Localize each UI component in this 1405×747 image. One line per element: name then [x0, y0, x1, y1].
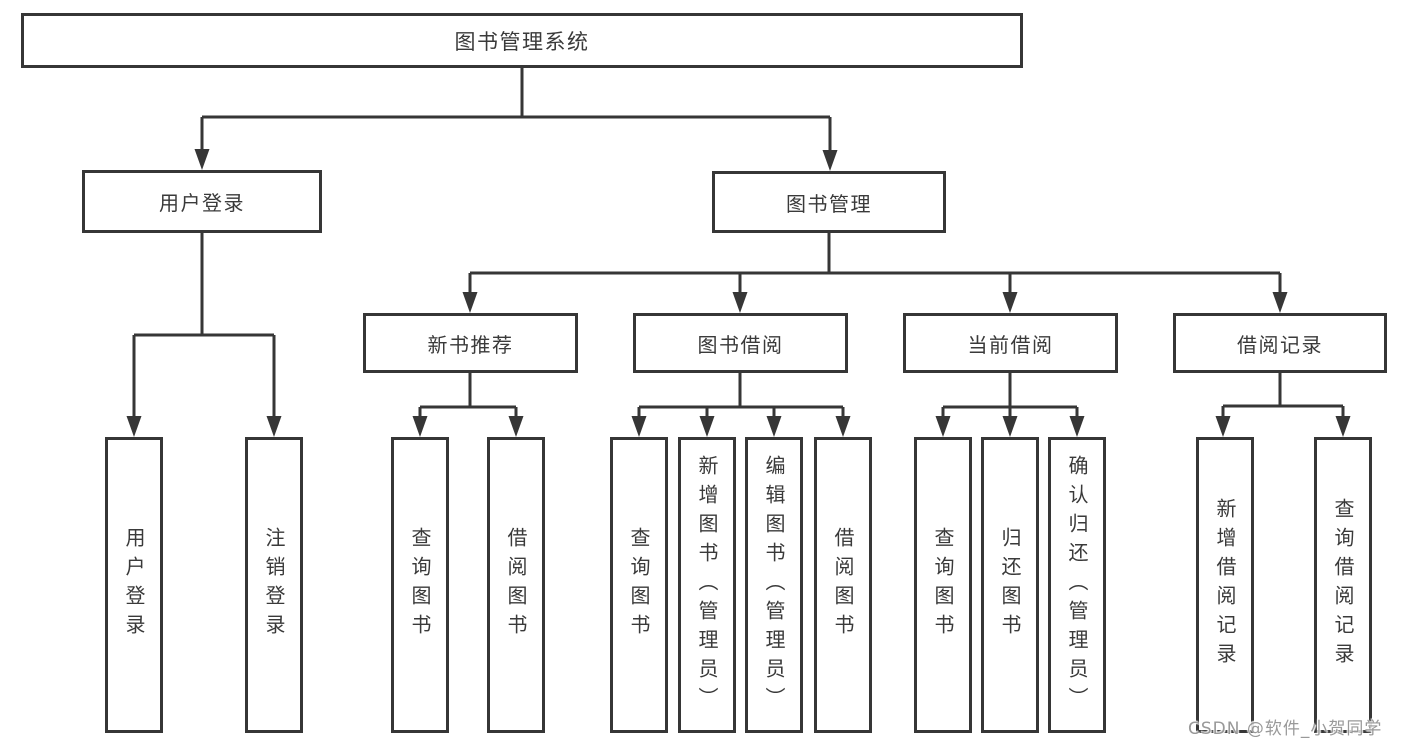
leaf-label: 查询借阅记录: [1331, 498, 1355, 672]
leaf-query-books-current: 查询图书: [914, 437, 972, 733]
node-library-management-system: 图书管理系统: [21, 13, 1023, 68]
leaf-label: 借阅图书: [831, 527, 855, 643]
leaf-label: 查询图书: [627, 527, 651, 643]
leaf-add-borrow-record: 新增借阅记录: [1196, 437, 1254, 733]
leaf-label: 注销登录: [262, 527, 286, 643]
leaf-borrow-books-recommend: 借阅图书: [487, 437, 545, 733]
leaf-label: 查询图书: [408, 527, 432, 643]
node-current-borrowing: 当前借阅: [903, 313, 1118, 373]
leaf-label: 用户登录: [122, 527, 146, 643]
leaf-label: 借阅图书: [504, 527, 528, 643]
node-user-login: 用户登录: [82, 170, 322, 233]
node-book-borrowing: 图书借阅: [633, 313, 848, 373]
leaf-label: 新增图书（管理员）: [695, 454, 719, 716]
leaf-label: 归还图书: [998, 527, 1022, 643]
leaf-label: 编辑图书（管理员）: [762, 454, 786, 716]
leaf-confirm-return-admin: 确认归还（管理员）: [1048, 437, 1106, 733]
node-book-management: 图书管理: [712, 171, 946, 233]
leaf-query-books-borrowing: 查询图书: [610, 437, 668, 733]
leaf-add-books-admin: 新增图书（管理员）: [678, 437, 736, 733]
leaf-label: 确认归还（管理员）: [1065, 454, 1089, 716]
leaf-logout: 注销登录: [245, 437, 303, 733]
leaf-borrow-books-borrowing: 借阅图书: [814, 437, 872, 733]
leaf-label: 新增借阅记录: [1213, 498, 1237, 672]
leaf-query-books-recommend: 查询图书: [391, 437, 449, 733]
csdn-watermark: CSDN @软件_小贺同学: [1188, 719, 1383, 739]
leaf-user-login: 用户登录: [105, 437, 163, 733]
node-new-book-recommendation: 新书推荐: [363, 313, 578, 373]
node-borrowing-records: 借阅记录: [1173, 313, 1387, 373]
leaf-label: 查询图书: [931, 527, 955, 643]
leaf-query-borrow-record: 查询借阅记录: [1314, 437, 1372, 733]
leaf-edit-books-admin: 编辑图书（管理员）: [745, 437, 803, 733]
leaf-return-books: 归还图书: [981, 437, 1039, 733]
